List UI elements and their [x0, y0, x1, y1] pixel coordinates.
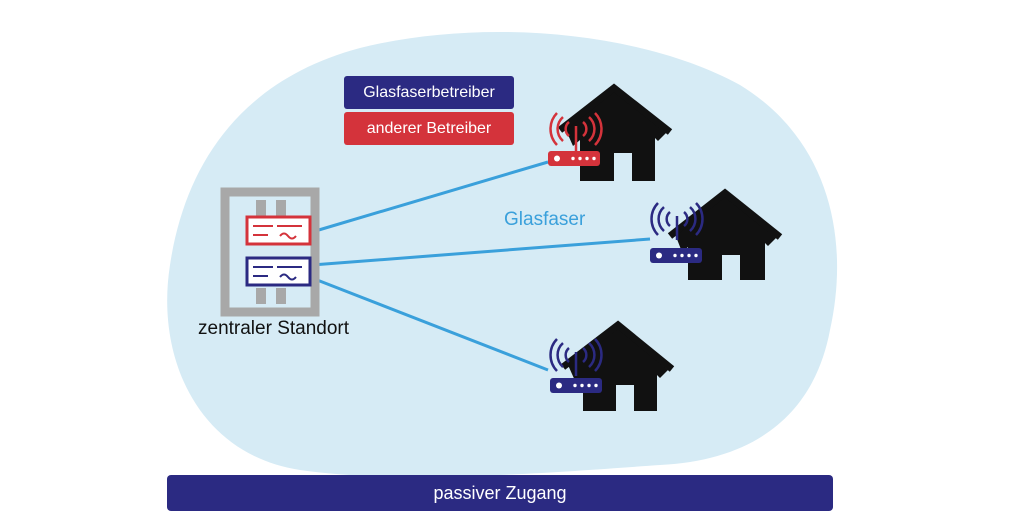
rack-module-other-operator [245, 215, 312, 246]
server-rack-icon [220, 187, 320, 317]
rack-module-fiber-operator [245, 256, 312, 287]
legend-other-operator: anderer Betreiber [344, 112, 514, 145]
fiber-line-top [311, 160, 549, 234]
house-top [548, 83, 673, 181]
router-icon [548, 151, 600, 166]
house-roof-icon [560, 320, 675, 372]
house-middle [650, 188, 783, 280]
house-bottom [549, 320, 675, 411]
central-site-label: zentraler Standort [198, 318, 350, 339]
router-icon [650, 248, 702, 263]
house-roof-icon [557, 83, 673, 135]
legend-fiber-operator: Glasfaserbetreiber [344, 76, 514, 109]
router-icon [550, 378, 602, 393]
wifi-signal-icon [549, 112, 603, 152]
fiber-line-bottom [311, 276, 549, 372]
wifi-signal-icon [549, 338, 603, 376]
wifi-signal-icon [650, 202, 704, 240]
fiber-label: Glasfaser [504, 209, 586, 230]
passive-access-bar: passiver Zugang [167, 475, 833, 511]
house-roof-icon [667, 188, 783, 240]
fiber-line-middle [311, 237, 651, 267]
